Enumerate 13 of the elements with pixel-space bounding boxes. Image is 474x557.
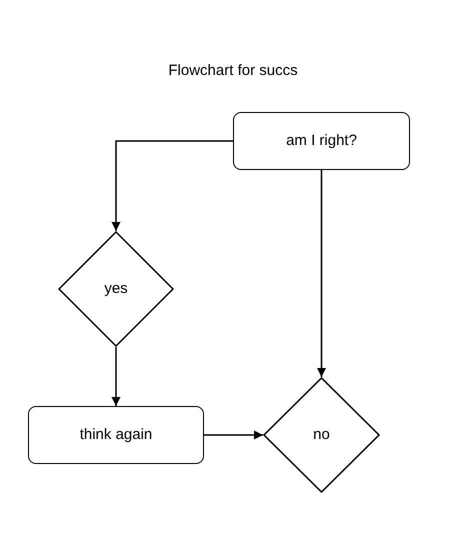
arrow [112, 140, 233, 231]
arrow [112, 347, 120, 406]
arrow [204, 430, 263, 440]
process-box [28, 406, 204, 464]
process-box [233, 112, 410, 170]
node-label: am I right? [286, 130, 357, 151]
node-label: think again [80, 424, 152, 445]
diagram-title: Flowchart for succs [167, 61, 299, 81]
decision-diamond [58, 231, 174, 347]
node-label: yes [104, 278, 128, 299]
decision-diamond [263, 377, 380, 493]
arrow [317, 170, 326, 377]
node-label: no [313, 424, 330, 445]
